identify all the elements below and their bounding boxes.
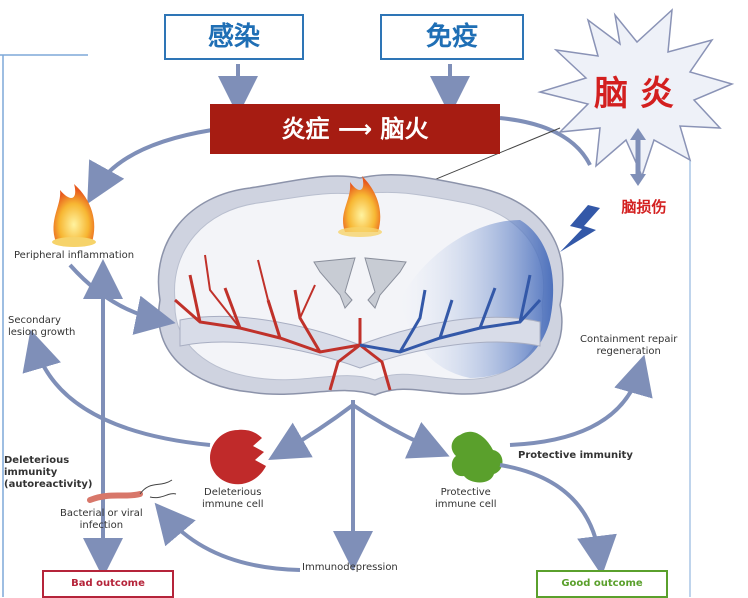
arrow-to-containment [509,354,653,447]
bacteria-icon [87,491,143,503]
arrow-to-deleterious-cell [268,403,355,461]
protective-cell-icon [451,431,503,483]
containment-label: Containment repair regeneration [580,334,678,357]
arrow-to-secondary-lesion [22,329,211,447]
brain-illustration [157,173,564,396]
immunity-box: 免疫 [380,14,524,60]
arrow-banner-peripheral [87,128,213,204]
deleterious-cell-icon [210,429,266,485]
starburst-title: 脑 炎 [594,74,674,114]
peripheral-inflammation-label: Peripheral inflammation [14,250,135,261]
arrow-banner-brain [499,116,592,166]
lightning-bolt-icon [560,205,600,252]
secondary-lesion-label: Secondary lesion growth [8,315,76,338]
immunodepression-label: Immunodepression [302,562,398,573]
bad-outcome-box: Bad outcome [42,570,174,598]
bacterial-infection-label: Bacterial or viral infection [60,508,143,531]
inflammation-banner: 炎症 ⟶ 脑火 [210,104,500,154]
protective-immunity-label: Protective immunity [518,450,633,461]
peripheral-flame-icon [53,184,95,242]
arrow-to-good-outcome [499,463,617,576]
good-outcome-box: Good outcome [536,570,668,598]
protective-cell-label: Protective immune cell [435,487,497,510]
brain-flame-icon [343,176,381,232]
deleterious-immunity-label: Deleterious immunity (autoreactivity) [4,455,93,490]
arrow-to-bacterial [154,502,301,572]
infection-box: 感染 [164,14,304,60]
arrow-to-protective-cell [351,403,450,459]
arrow-peripheral-brain [68,263,176,335]
brain-injury-label: 脑损伤 [621,198,667,216]
deleterious-cell-label: Deleterious immune cell [202,487,264,510]
